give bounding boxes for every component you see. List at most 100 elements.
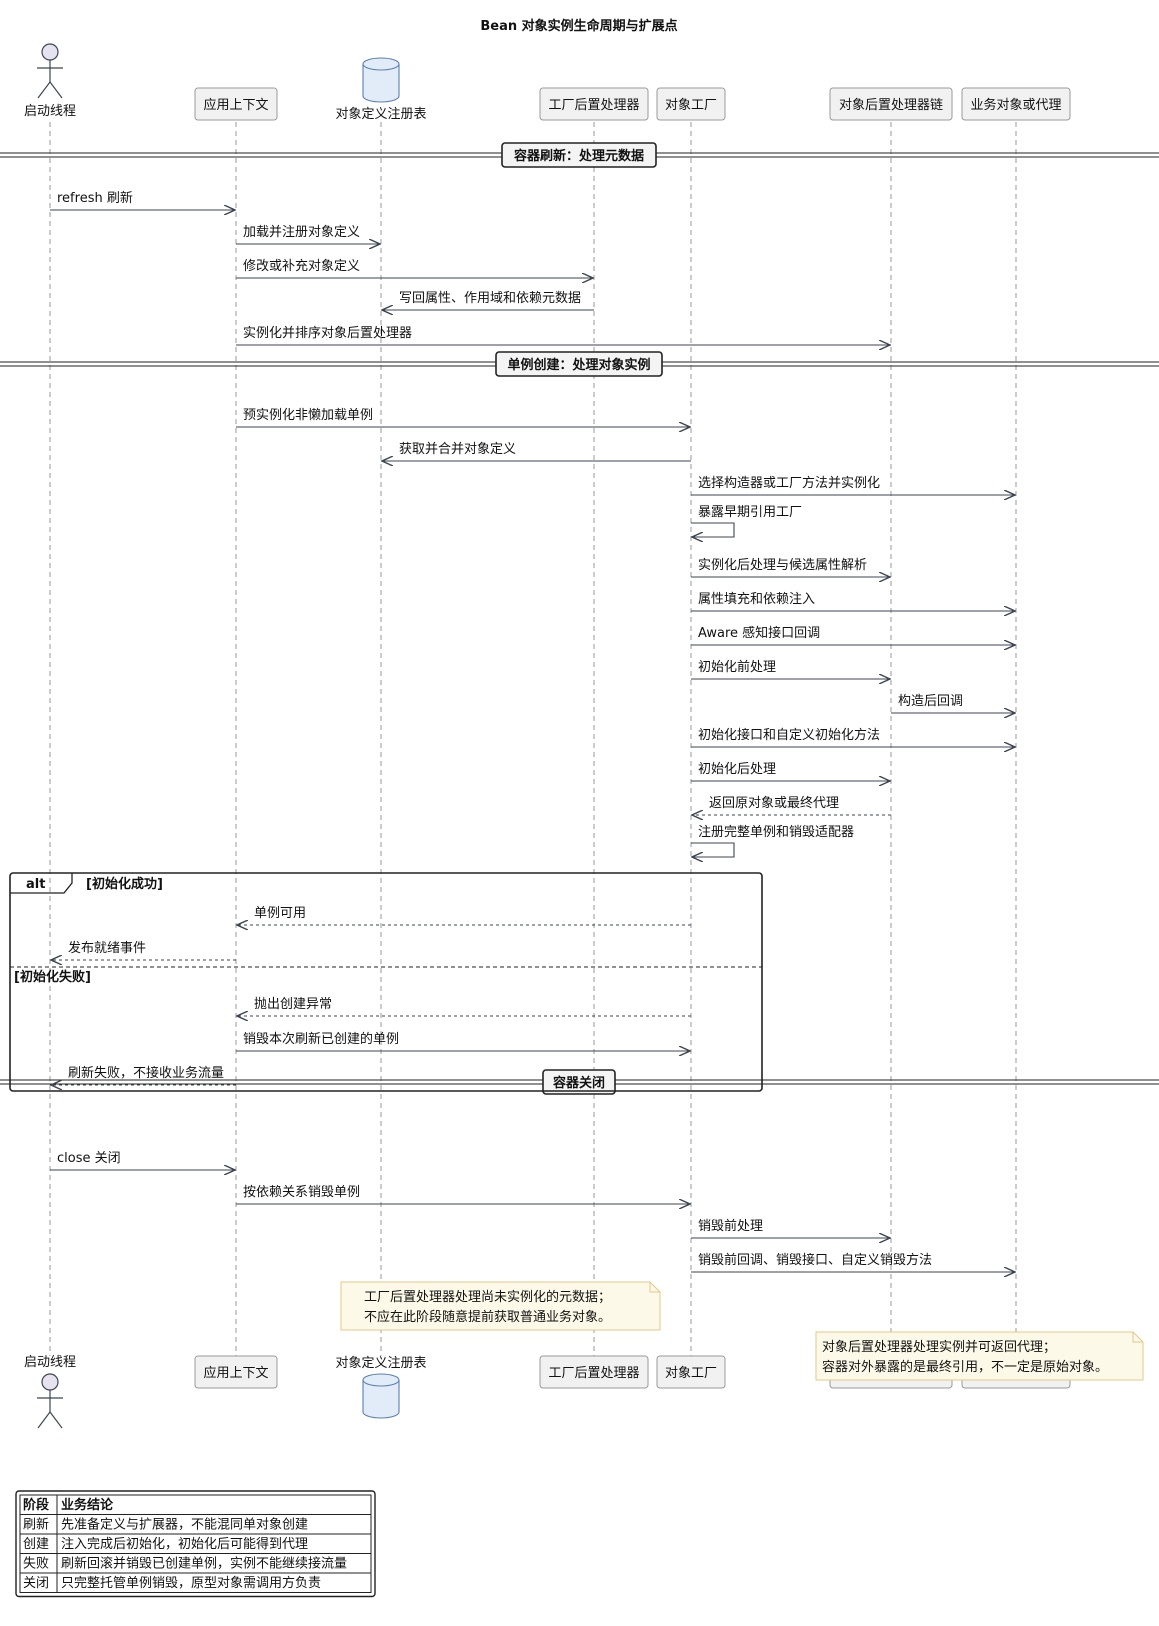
participant-label: 对象工厂 [665,1366,717,1381]
message-label: 返回原对象或最终代理 [709,795,839,811]
message-label: close 关闭 [57,1151,121,1166]
message-arrow: refresh 刷新 [50,190,235,210]
actor-head-icon [41,43,59,61]
message-label: 刷新失败，不接收业务流量 [68,1065,224,1081]
actor-p1-top: 启动线程 [24,43,76,119]
message-label: Aware 感知接口回调 [698,625,820,641]
participant-p4-top: 工厂后置处理器 [539,87,649,121]
message-arrow: Aware 感知接口回调 [691,625,1015,645]
message-label: 发布就绪事件 [68,940,146,956]
participant-label: 工厂后置处理器 [548,1366,639,1381]
message-arrow: 销毁前回调、销毁接口、自定义销毁方法 [691,1252,1015,1272]
legend-cell: 注入完成后初始化，初始化后可能得到代理 [61,1536,308,1552]
message-arrow: 加载并注册对象定义 [236,225,380,244]
actor-head-icon [41,1373,59,1391]
section-label: 单例创建：处理对象实例 [507,357,650,373]
message-arrow: 预实例化非懒加载单例 [236,408,690,427]
message-label: 获取并合并对象定义 [399,442,516,457]
message-label: 选择构造器或工厂方法并实例化 [698,475,880,491]
alt-frame [9,872,763,1092]
legend-cell: 关闭 [23,1576,49,1591]
legend-row: 刷新先准备定义与扩展器，不能混同单对象创建 [23,1517,308,1533]
message-arrow: 销毁本次刷新已创建的单例 [236,1031,690,1051]
section-divider: 容器关闭 [0,1069,1159,1095]
message-label: 初始化前处理 [698,659,776,675]
participant-label: 应用上下文 [203,1365,268,1381]
message-arrow: 暴露早期引用工厂 [691,505,802,537]
message-arrow: 属性填充和依赖注入 [691,591,1015,611]
note-line: 工厂后置处理器处理尚未实例化的元数据； [364,1289,611,1305]
message-arrow: 按依赖关系销毁单例 [236,1185,690,1204]
alt-keyword: alt [26,877,45,892]
actor-p1-bottom: 启动线程 [24,1355,76,1429]
participant-p5-bottom: 对象工厂 [656,1355,726,1389]
message-arrow: 销毁前处理 [691,1218,890,1238]
message-arrow: 写回属性、作用域和依赖元数据 [382,291,594,310]
legend-cell: 先准备定义与扩展器，不能混同单对象创建 [61,1517,308,1533]
participant-label: 对象工厂 [665,98,717,113]
message-label: 注册完整单例和销毁适配器 [698,825,854,840]
participant-p7-top: 业务对象或代理 [961,87,1071,121]
message-label: 预实例化非懒加载单例 [243,408,373,423]
message-label: 抛出创建异常 [254,997,332,1012]
legend-cell: 刷新 [23,1517,49,1533]
legend-cell: 创建 [23,1537,49,1552]
legend-row: 失败刷新回滚并销毁已创建单例，实例不能继续接流量 [23,1556,347,1572]
participant-p2-bottom: 应用上下文 [194,1355,278,1389]
legend-header-row: 阶段业务结论 [23,1497,114,1513]
diagram-title: Bean 对象实例生命周期与扩展点 [480,18,677,34]
message-label: 实例化并排序对象后置处理器 [243,326,412,341]
participant-p5-top: 对象工厂 [656,87,726,121]
section-divider: 容器刷新：处理元数据 [0,142,1159,168]
legend-header-cell: 业务结论 [61,1497,114,1513]
message-arrow: 刷新失败，不接收业务流量 [51,1065,236,1085]
message-arrow: 单例可用 [237,906,691,925]
database-p3-top: 对象定义注册表 [335,57,427,122]
message-label: 实例化后处理与候选属性解析 [698,558,867,573]
message-label: refresh 刷新 [57,190,133,206]
participant-p4-bottom: 工厂后置处理器 [539,1355,649,1389]
message-arrow: 修改或补充对象定义 [236,258,593,278]
message-arrow: 返回原对象或最终代理 [692,795,891,815]
section-label: 容器刷新：处理元数据 [513,148,644,164]
message-label: 初始化后处理 [698,762,776,777]
message-arrow: 初始化后处理 [691,762,890,781]
legend-row: 关闭只完整托管单例销毁，原型对象需调用方负责 [23,1575,321,1591]
note: 对象后置处理器处理实例并可返回代理； 容器对外暴露的是最终引用，不一定是原始对象。 [815,1331,1144,1381]
legend-row: 创建注入完成后初始化，初始化后可能得到代理 [23,1536,308,1552]
alt-condition-success: [初始化成功] [86,876,163,892]
message-label: 按依赖关系销毁单例 [243,1185,360,1200]
note: 工厂后置处理器处理尚未实例化的元数据； 不应在此阶段随意提前获取普通业务对象。 [340,1281,661,1331]
database-icon [362,64,400,103]
message-label: 修改或补充对象定义 [243,258,360,274]
section-divider: 单例创建：处理对象实例 [0,351,1159,377]
participant-label: 对象定义注册表 [335,107,426,122]
participant-label: 对象定义注册表 [335,1356,426,1371]
alt-condition-failure: [初始化失败] [14,969,91,985]
note-line: 对象后置处理器处理实例并可返回代理； [822,1340,1056,1355]
message-arrow: 发布就绪事件 [51,940,236,960]
legend-cell: 失败 [23,1557,49,1572]
legend-table [15,1490,376,1598]
message-label: 销毁本次刷新已创建的单例 [243,1031,399,1047]
message-arrow: close 关闭 [50,1151,235,1170]
database-icon [362,1380,400,1419]
message-arrow: 注册完整单例和销毁适配器 [691,825,854,857]
message-arrow: 初始化接口和自定义初始化方法 [691,727,1015,747]
message-label: 暴露早期引用工厂 [698,505,802,520]
message-label: 加载并注册对象定义 [243,225,360,240]
message-arrow: 获取并合并对象定义 [382,442,691,461]
participant-p6-top: 对象后置处理器链 [829,87,953,121]
section-label: 容器关闭 [552,1075,605,1091]
message-label: 写回属性、作用域和依赖元数据 [399,291,581,306]
participant-p2-top: 应用上下文 [194,87,278,121]
message-label: 销毁前回调、销毁接口、自定义销毁方法 [698,1252,932,1268]
message-label: 构造后回调 [898,694,963,709]
note-line: 容器对外暴露的是最终引用，不一定是原始对象。 [822,1359,1108,1375]
message-arrow: 抛出创建异常 [237,997,691,1016]
message-arrow: 初始化前处理 [691,659,890,679]
message-arrow: 实例化后处理与候选属性解析 [691,558,890,577]
note-line: 不应在此阶段随意提前获取普通业务对象。 [364,1309,611,1325]
